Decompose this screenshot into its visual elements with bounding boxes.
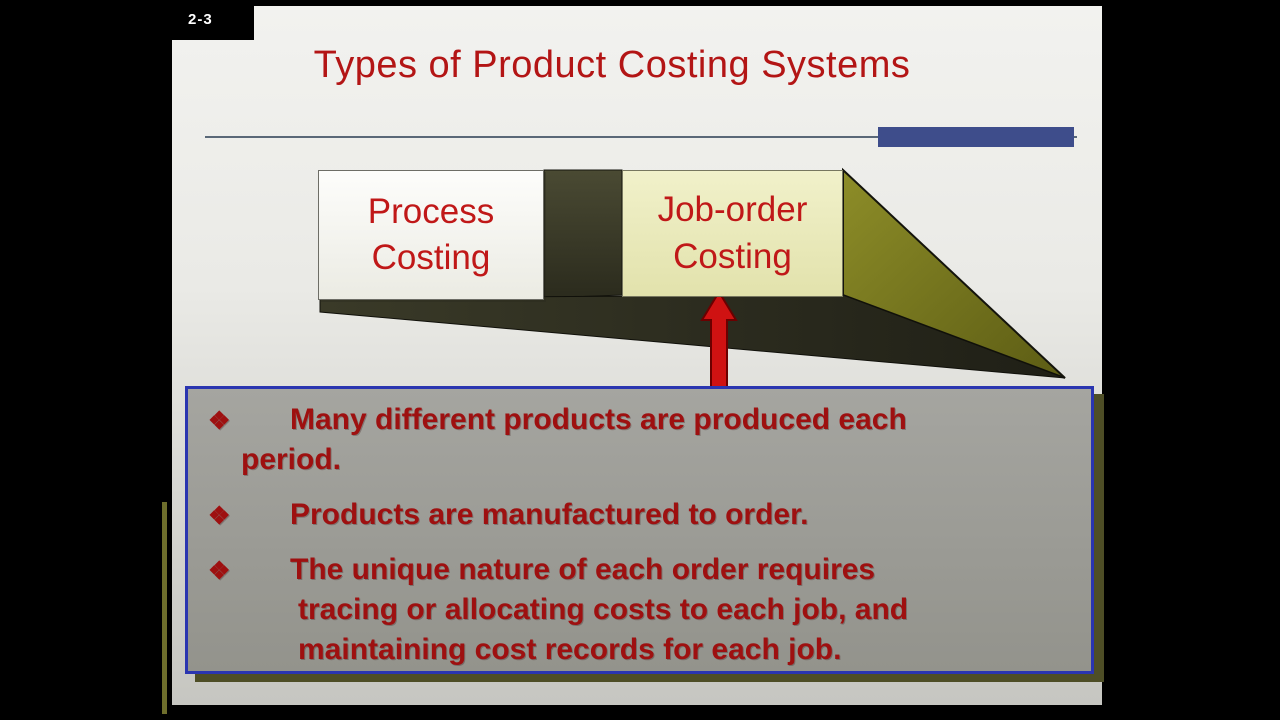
title-underline-accent [878, 127, 1074, 147]
bullet-line: tracing or allocating costs to each job,… [298, 593, 909, 626]
process-costing-box: Process Costing [318, 170, 544, 300]
bullet-item: ❖ Many different products are produced e… [188, 400, 1073, 480]
diamond-bullet-icon: ❖ [208, 407, 231, 435]
job-order-costing-label: Job-order Costing [657, 190, 808, 276]
bullet-line: The unique nature of each order requires [290, 553, 876, 586]
bullet-item: ❖ Products are manufactured to order. [188, 495, 1073, 535]
bullet-line: period. [241, 443, 342, 476]
callout-panel: ❖ Many different products are produced e… [185, 386, 1094, 674]
bullet-item: ❖ The unique nature of each order requir… [188, 550, 1073, 670]
left-accent-line [162, 502, 167, 714]
diamond-bullet-icon: ❖ [208, 557, 231, 585]
diamond-bullet-icon: ❖ [208, 502, 231, 530]
wedge-gap-face [543, 169, 623, 299]
title-underline [205, 136, 1077, 138]
slide-title: Types of Product Costing Systems [313, 44, 911, 86]
bullet-line: Many different products are produced eac… [290, 403, 907, 436]
slide: 2-3 Types of Product Costing Systems [172, 0, 1102, 705]
slide-number: 2-3 [172, 0, 254, 40]
wedge-graphic [319, 167, 1066, 393]
bullet-line: Products are manufactured to order. [290, 498, 809, 531]
bullet-line: maintaining cost records for each job. [298, 633, 842, 666]
process-costing-label: Process Costing [367, 191, 495, 277]
job-order-costing-box: Job-order Costing [622, 170, 843, 297]
slide-number-text: 2-3 [188, 11, 213, 28]
